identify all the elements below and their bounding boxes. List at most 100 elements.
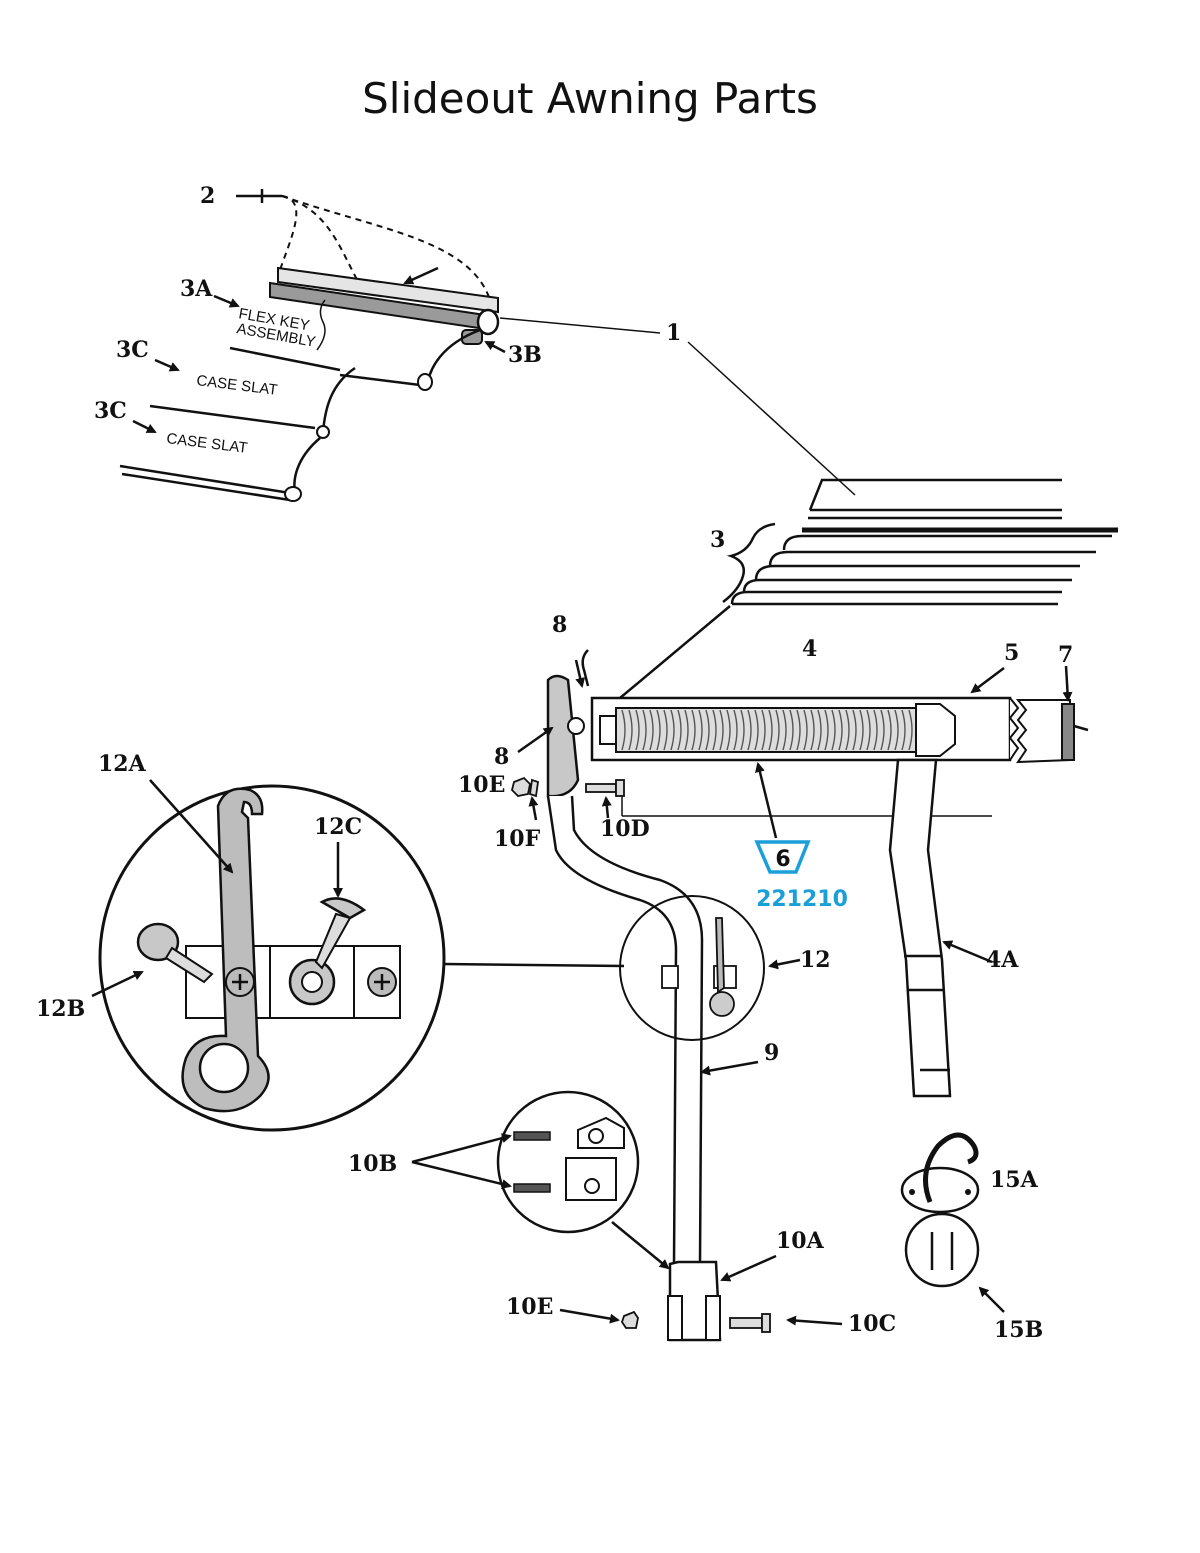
callout-10e-top: 10E [458,772,505,798]
case-slat-text-1: CASE SLAT [196,372,279,399]
callout-arrow-3a [213,294,240,308]
spring-winding [754,709,759,751]
end-bracket-8 [546,674,580,798]
callout-4a: 4A [986,947,1019,973]
bolt-10c [729,1317,763,1329]
foot-bracket-flange [667,1295,683,1341]
main-arm-9 [546,795,843,1342]
slat-profile [782,534,1112,551]
flex-key-assembly-drawing: FLEX KEY ASSEMBLY CASE SLAT CASE SLAT [119,189,856,502]
callout-arrow-12b [91,970,144,998]
callout-arrow-7 [1062,665,1073,702]
highlighted-part-6[interactable]: 6 221210 [754,840,848,912]
callout-1: 1 [666,320,681,346]
callout-arrow-5 [970,667,1005,694]
screw-12b-head [136,922,180,962]
slat-edge [119,464,291,495]
callout-10f: 10F [494,826,541,852]
callout-12b: 12B [36,996,85,1022]
leader-line-1 [687,341,856,496]
callout-15b: 15B [994,1317,1043,1343]
rivet-dashed-path [279,195,298,271]
callout-12: 12 [800,947,831,973]
callout-arrow-3b [484,340,506,354]
spring-winding [782,709,787,751]
spring-winding [663,709,668,751]
spring-winding [670,709,675,751]
end-cap-7 [1061,703,1075,761]
spring-winding [649,709,654,751]
slat-edge [339,373,421,387]
detail-12-connector-line [443,962,625,968]
detail-circle-10b [411,1090,670,1270]
bolt-10c-head [761,1313,771,1333]
spring-winding [635,709,640,751]
spring-winding [796,709,801,751]
callout-10c: 10C [848,1311,896,1337]
callout-3a: 3A [180,276,213,302]
spring-winding [887,709,892,751]
callout-4: 4 [802,636,817,662]
callout-10e-bottom: 10E [506,1294,553,1320]
bolt-head-10d [615,779,625,797]
hook-plate-hole [909,1189,915,1195]
spring-winding [761,709,766,751]
bracket-hole [588,1128,604,1144]
detail-10b-pointer [611,1221,670,1270]
roller-tube-drawing [511,649,1089,839]
callout-3c-bottom: 3C [94,398,127,424]
callout-arrow-10e [559,1308,620,1324]
callout-3: 3 [710,527,725,553]
callout-arrow-8 [574,659,586,688]
awning-case-drawing [619,478,1118,699]
screw-10b [513,1131,551,1141]
detail-circle-12 [443,895,801,1041]
spring-winding [831,709,836,751]
spring-winding [880,709,885,751]
rivet-dashed-path [281,195,491,301]
bracket-hole [584,1178,600,1194]
callout-10a: 10A [776,1228,825,1254]
assembly-brace [316,299,326,351]
callout-arrow-10b [411,1133,512,1164]
bolt-10d [585,783,617,793]
slat-edge [229,346,341,372]
spring-windings [621,709,913,751]
screw-12b-shank [164,946,214,984]
spring-winding [768,709,773,751]
slat-curve [293,437,321,494]
callout-arrow-3c [132,419,157,434]
detail-12-plate [661,965,679,989]
slat-profile [730,590,1062,605]
spring-winding [789,709,794,751]
callout-12c: 12C [314,814,362,840]
washer-10f [529,778,539,798]
rivet-pack-15b [904,1212,980,1288]
detail-circle-large [91,779,446,1132]
flex-key-arrow [403,266,439,285]
callout-arrow-12 [768,958,801,970]
spring-winding [803,709,808,751]
spring-winding [719,709,724,751]
slat-edge [149,404,316,430]
spring-winding [859,709,864,751]
callout-12a: 12A [98,751,147,777]
part-number-221210[interactable]: 221210 [756,887,848,912]
part-6-trapezoid-badge [754,840,811,874]
callout-arrow-10c [786,1315,843,1326]
spring-coil [615,707,917,753]
awning-arm-4a [888,758,993,1098]
slat-joint [417,373,433,391]
tube-end-bushing [599,715,617,745]
end-cap-pin [1073,724,1089,732]
callout-labels: 2 3A 3B 3C 3C 1 3 4 5 7 8 8 10E 10F 10D … [36,183,1073,1343]
spring-winding [775,709,780,751]
spring-winding [628,709,633,751]
hook-plate-hole [965,1189,971,1195]
callout-arrow-10f [528,796,539,821]
case-slat-text-2: CASE SLAT [166,430,249,457]
spring-winding [726,709,731,751]
detail-12-latch [715,917,725,994]
flex-key-bar [277,266,499,314]
